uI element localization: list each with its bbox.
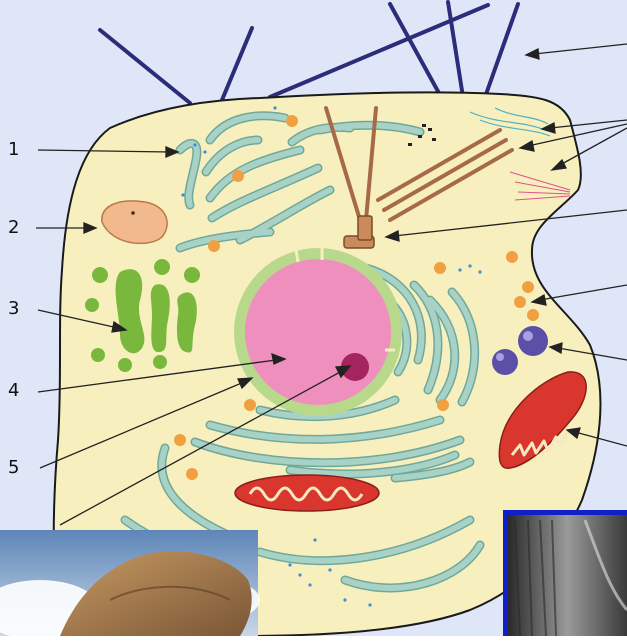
label-4: 4 [8, 380, 19, 401]
mitochondrion-bottom [235, 475, 379, 511]
label-2: 2 [8, 217, 19, 238]
label-3: 3 [8, 298, 19, 319]
label-5: 5 [8, 457, 19, 478]
inset-photo-rock [0, 530, 260, 636]
centriole-2 [358, 216, 372, 240]
vacuole-dot [131, 211, 135, 215]
inset-photo-micrograph [503, 510, 627, 636]
nucleus [245, 259, 391, 405]
label-1: 1 [8, 139, 19, 160]
